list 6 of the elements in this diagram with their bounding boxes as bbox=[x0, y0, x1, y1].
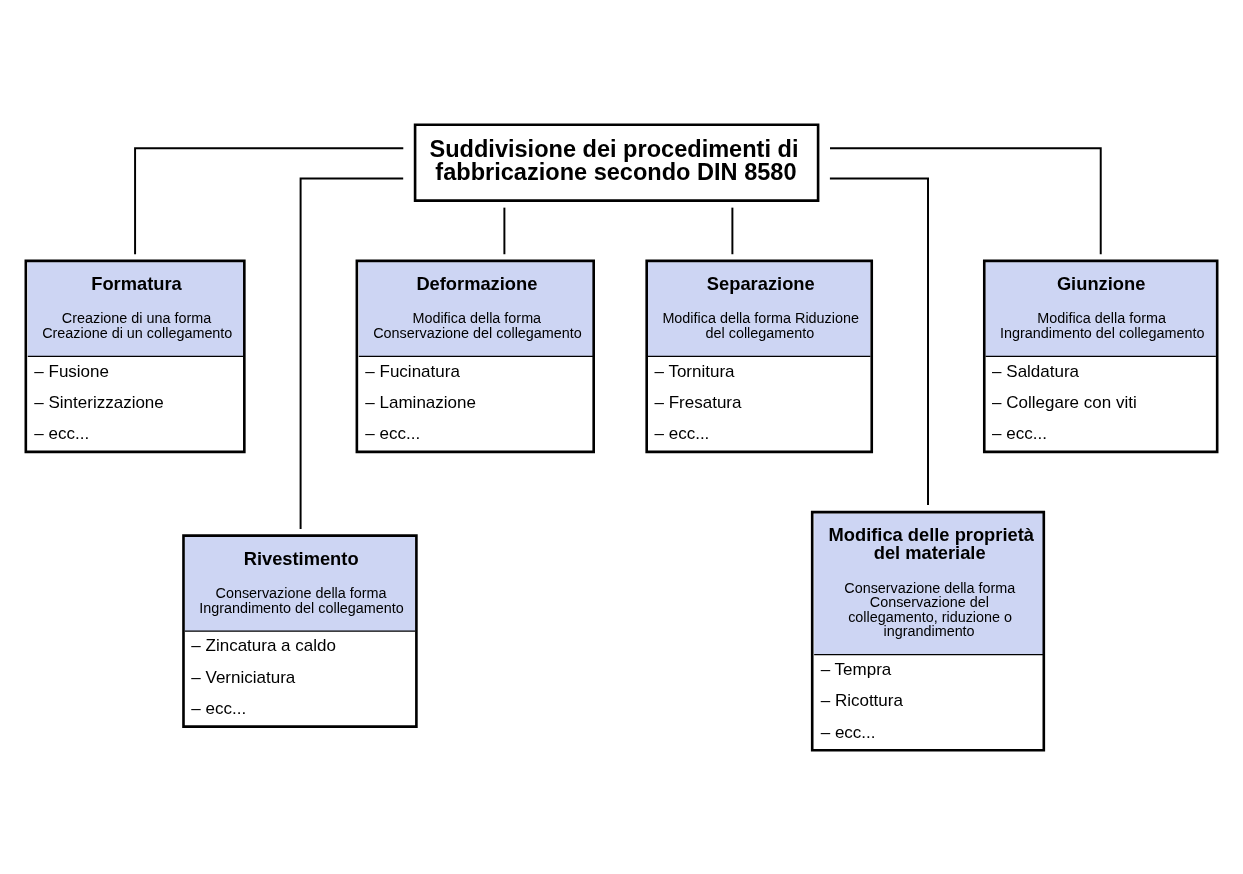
connector bbox=[299, 176, 405, 530]
connector bbox=[731, 206, 734, 255]
connector bbox=[134, 146, 405, 255]
connector bbox=[829, 146, 1102, 255]
connector bbox=[828, 176, 929, 506]
connector bbox=[503, 206, 506, 255]
